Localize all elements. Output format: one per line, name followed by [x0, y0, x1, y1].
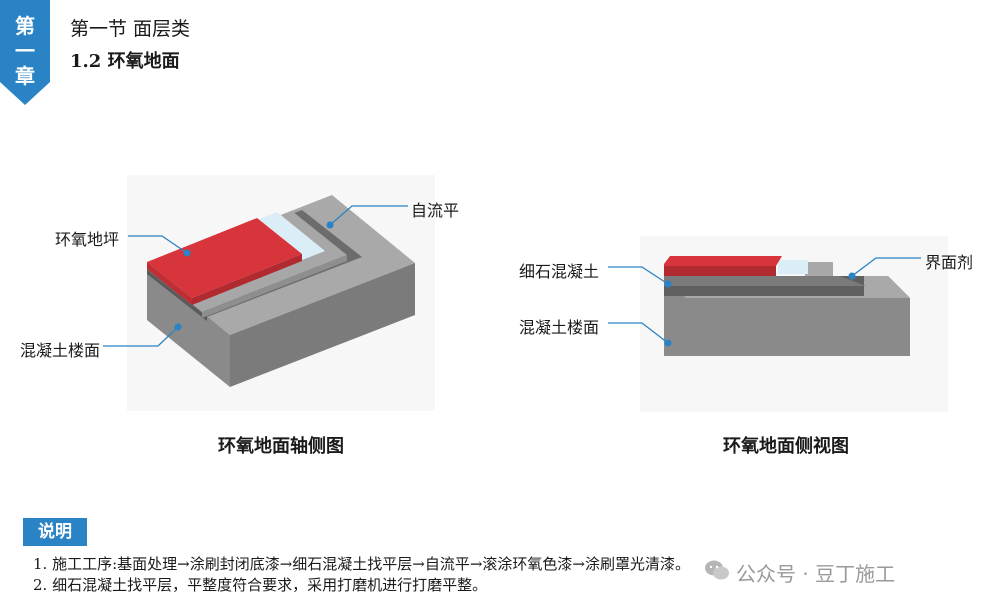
note-item-2: 2. 细石混凝土找平层，平整度符合要求，采用打磨机进行打磨平整。: [33, 576, 488, 594]
wechat-icon: [704, 559, 730, 586]
chapter-char-3: 章: [15, 64, 35, 88]
label-concrete-slab-axo: 混凝土楼面: [20, 341, 101, 360]
side-view-diagram: [640, 236, 948, 412]
label-concrete-slab-side: 混凝土楼面: [519, 318, 600, 337]
chapter-tab: 第 一 章: [0, 0, 50, 105]
label-interface-agent: 界面剂: [925, 253, 974, 272]
watermark-text: 公众号 · 豆丁施工: [736, 561, 896, 586]
caption-side-view: 环氧地面侧视图: [723, 436, 849, 457]
note-item-1: 1. 施工工序:基面处理→涂刷封闭底漆→细石混凝土找平层→自流平→滚涂环氧色漆→…: [33, 555, 690, 573]
label-fine-concrete: 细石混凝土: [519, 262, 600, 281]
notes-label: 说明: [23, 518, 87, 546]
caption-axonometric: 环氧地面轴侧图: [218, 436, 344, 457]
chapter-char-2: 一: [15, 39, 35, 63]
chapter-char-1: 第: [15, 14, 35, 38]
label-epoxy-floor: 环氧地坪: [55, 230, 120, 249]
section-title: 第一节 面层类: [70, 18, 191, 40]
watermark: 公众号 · 豆丁施工: [704, 558, 895, 586]
axonometric-diagram: [127, 175, 435, 411]
subsection-title: 1.2 环氧地面: [70, 51, 180, 72]
label-self-leveling: 自流平: [411, 201, 460, 220]
